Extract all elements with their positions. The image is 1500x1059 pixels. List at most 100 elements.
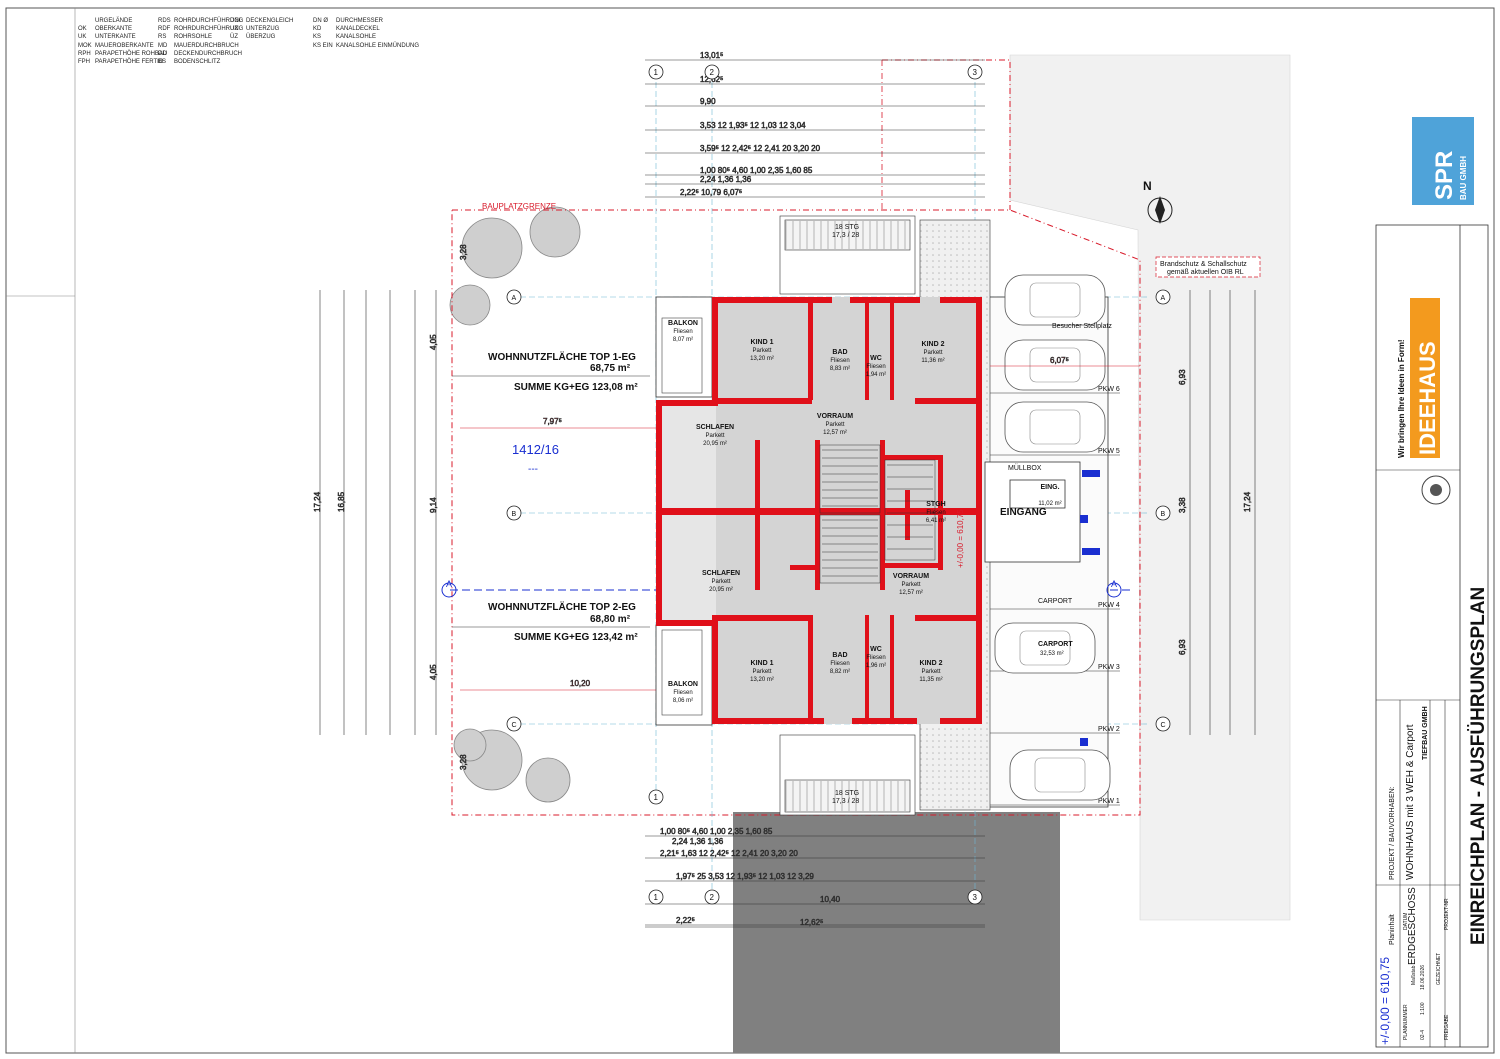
room-area: 13,20 m² <box>750 677 774 683</box>
legend-code: FPH <box>78 59 90 65</box>
room-name: VORRAUM <box>817 413 853 420</box>
axis-number-marker <box>648 789 664 805</box>
parking-bay-label: PKW 6 <box>1098 386 1120 393</box>
axis-number-marker <box>704 889 720 905</box>
legend-text: ROHRSOHLE <box>174 34 213 41</box>
company-seal-icon <box>1421 475 1451 505</box>
ideehaus-logo: IDEEHAUS Wir bringen Ihre Ideen in Form! <box>1397 298 1440 458</box>
legend-code: RPH <box>78 50 91 57</box>
titleblock-field-value: 02-4 <box>1420 1030 1426 1040</box>
top2-sum: SUMME KG+EG 123,42 m² <box>514 632 638 643</box>
room-material: Parkett <box>923 350 942 356</box>
legend-code: BS <box>158 59 167 65</box>
room-area: 8,83 m² <box>830 366 850 372</box>
room-area: 12,57 m² <box>823 430 847 436</box>
axis-letter-marker <box>506 289 522 305</box>
room-area: 1,96 m² <box>866 663 886 669</box>
stairs-bottom-label: 18 STG <box>835 790 859 797</box>
plot-boundary-label: BAUPLATZGRENZE <box>482 202 556 211</box>
axis-number-label: 3 <box>973 893 978 902</box>
dimension-text: 2,24 1,36 1,36 <box>700 175 752 184</box>
room-material: Fliesen <box>866 364 885 370</box>
legend-text: DECKENGLEICH <box>246 18 294 24</box>
room-area: 6,41 m² <box>926 518 946 524</box>
axis-letter-marker <box>506 505 522 521</box>
dimension-text: 6,93 <box>1178 369 1187 385</box>
room-material: Parkett <box>752 669 771 675</box>
dimension-text: 3,28 <box>459 754 468 770</box>
legend-code: DN Ø <box>313 18 328 24</box>
dimension-text: 12,62⁵ <box>700 75 723 84</box>
room-area: 8,82 m² <box>830 669 850 675</box>
axis-letter-label: C <box>512 722 517 729</box>
dimension-text: 2,22⁵ 10,79 6,07⁵ <box>680 188 742 197</box>
floor-elevation-label: +/-0,00 = 610,75 <box>956 509 965 568</box>
axis-letter-marker <box>1155 716 1171 732</box>
section-marker <box>441 582 457 598</box>
axis-number-label: 1 <box>654 68 659 77</box>
stairs-top-label: 18 STG <box>835 224 859 231</box>
room-material: Fliesen <box>866 655 885 661</box>
room-name: VORRAUM <box>893 573 929 580</box>
dimension-text: 3,28 <box>459 244 468 260</box>
room-material: Parkett <box>921 669 940 675</box>
car-icon <box>1004 274 1106 326</box>
legend-text: BODENSCHLITZ <box>174 59 221 65</box>
legend-code: KS EIN <box>313 42 333 49</box>
titleblock-field-label: FREIGABE <box>1444 1014 1450 1040</box>
room-area: 11,02 m² <box>1038 501 1061 507</box>
titleblock-field-value: 18.06.2026 <box>1420 965 1426 990</box>
room-material: Parkett <box>752 348 771 354</box>
visitor-parking-label: Besucher Stellplatz <box>1052 323 1112 330</box>
legend-text: KANALDECKEL <box>336 26 380 33</box>
carport-area: 32,53 m² <box>1040 651 1064 657</box>
parking-bay-label: PKW 1 <box>1098 798 1120 805</box>
legend-code: MD <box>158 42 168 49</box>
parking-bay-label: PKW 4 <box>1098 602 1120 609</box>
carport-label: CARPORT <box>1038 641 1073 648</box>
dimension-text: 4,05 <box>429 334 438 350</box>
elevation-reference: +/-0,00 = 610,75 <box>1378 957 1392 1045</box>
axis-number-marker <box>967 64 983 80</box>
room-name: BAD <box>832 349 847 356</box>
axis-number-marker <box>648 889 664 905</box>
top2-area-title: WOHNNUTZFLÄCHE TOP 2-EG <box>488 600 636 613</box>
section-marker <box>1106 582 1122 598</box>
entry-canopy <box>984 461 1081 563</box>
dimension-text: 17,24 <box>1243 491 1252 512</box>
legend-code: DGL <box>230 18 243 24</box>
room-material: Parkett <box>901 582 920 588</box>
axis-number-marker <box>967 889 983 905</box>
dimension-text: 10,40 <box>820 895 841 904</box>
dimension-text: 3,53 12 1,93⁵ 12 1,03 12 3,04 <box>700 121 806 130</box>
legend-text: DECKENDURCHBRUCH <box>174 50 243 57</box>
room-material: Fliesen <box>673 329 692 335</box>
dimension-text: 16,85 <box>337 491 346 512</box>
axis-number-label: 1 <box>654 893 659 902</box>
room-name: BAD <box>832 652 847 659</box>
dimension-text: 7,97⁵ <box>543 417 562 426</box>
access-road <box>733 812 1060 1053</box>
room-name: WC <box>870 355 882 362</box>
dimension-text: 10,20 <box>570 679 591 688</box>
section-label: A <box>446 579 452 589</box>
legend-code: KS <box>313 34 322 41</box>
dimension-text: 17,24 <box>313 491 322 512</box>
legend-code: MOK <box>78 42 92 49</box>
titleblock-field-label: GEZEICHNET <box>1436 953 1442 985</box>
axis-number-label: 2 <box>710 68 715 77</box>
outdoor-stairs-bottom <box>779 734 916 816</box>
parking-bay-label: PKW 3 <box>1098 664 1120 671</box>
room-name: KIND 2 <box>922 341 945 348</box>
dimension-text: 6,93 <box>1178 639 1187 655</box>
project-name: WOHNHAUS mit 3 WEH & Carport <box>1405 724 1416 880</box>
room-name: KIND 2 <box>920 660 943 667</box>
room-area: 11,35 m² <box>919 677 942 683</box>
axis-number-marker <box>648 64 664 80</box>
spr-logo: SPR BAU GMBH <box>1412 117 1474 205</box>
car-icon <box>1004 339 1106 391</box>
legend-text: MAUERDURCHBRUCH <box>174 42 239 49</box>
room-name: STGH <box>926 501 945 508</box>
